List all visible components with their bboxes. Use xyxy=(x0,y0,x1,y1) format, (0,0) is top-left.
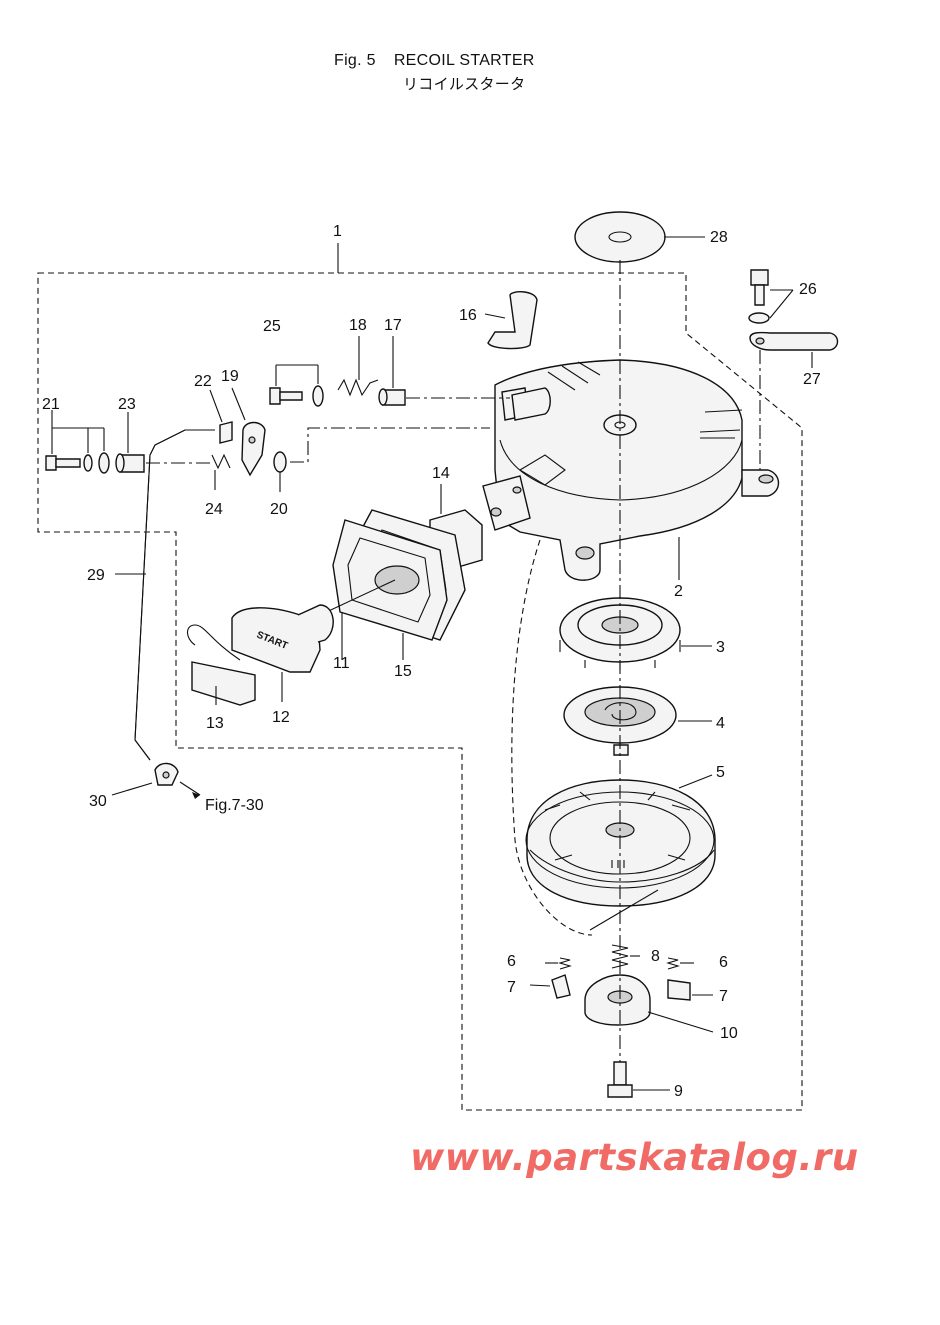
figure-name: RECOIL STARTER xyxy=(393,52,535,69)
callout-27: 27 xyxy=(803,371,821,388)
figure-number: Fig. 5 xyxy=(334,52,376,69)
callout-8: 8 xyxy=(651,948,660,965)
callout-1: 1 xyxy=(333,223,342,240)
callout-4: 4 xyxy=(716,715,725,732)
callout-28: 28 xyxy=(710,229,728,246)
part-27-plate xyxy=(749,331,839,470)
callout-20: 20 xyxy=(270,501,288,518)
part-9-screw xyxy=(607,1061,670,1098)
callout-23: 23 xyxy=(118,396,136,413)
part-18-spring xyxy=(337,336,379,397)
callout-21: 21 xyxy=(42,396,60,413)
starter-rope xyxy=(319,539,593,936)
part-16-lever xyxy=(484,291,538,350)
callout-15: 15 xyxy=(394,663,412,680)
callout-24: 24 xyxy=(205,501,223,518)
callout-9: 9 xyxy=(674,1083,683,1100)
part-8-spring xyxy=(611,944,640,969)
part-20-washer xyxy=(273,427,490,492)
figure-title: Fig. 5 RECOIL STARTER xyxy=(334,52,535,70)
part-7-right-pawl xyxy=(667,979,713,1001)
part-7-left-pawl xyxy=(529,974,571,999)
callout-7-right: 7 xyxy=(719,988,728,1005)
part-12-handle: START xyxy=(231,604,334,702)
callout-16: 16 xyxy=(459,307,477,324)
part-26-bolt xyxy=(748,269,794,324)
part-4-spring xyxy=(563,686,712,756)
callout-22: 22 xyxy=(194,373,212,390)
part-17-collar xyxy=(378,336,510,406)
part-21-screw xyxy=(45,410,110,474)
reference-fig-7-30: Fig.7-30 xyxy=(205,797,264,814)
callout-17: 17 xyxy=(384,317,402,334)
callout-6-left: 6 xyxy=(507,953,516,970)
callout-25: 25 xyxy=(263,318,281,335)
part-28-decal xyxy=(574,211,705,263)
part-29-rod xyxy=(115,429,215,761)
callout-19: 19 xyxy=(221,368,239,385)
callout-13: 13 xyxy=(206,715,224,732)
callout-7-left: 7 xyxy=(507,979,516,996)
callout-11: 11 xyxy=(333,655,350,672)
part-25-screw xyxy=(269,364,324,407)
callout-12: 12 xyxy=(272,709,290,726)
callout-29: 29 xyxy=(87,567,105,584)
part-13-grip xyxy=(186,624,256,706)
watermark: www.partskatalog.ru xyxy=(410,1136,859,1179)
callout-26: 26 xyxy=(799,281,817,298)
callout-18: 18 xyxy=(349,317,367,334)
part-11-guide-plate xyxy=(332,519,448,660)
part-19-link xyxy=(231,387,266,477)
part-30-clip xyxy=(111,762,201,799)
callout-3: 3 xyxy=(716,639,725,656)
callout-5: 5 xyxy=(716,764,725,781)
callout-2: 2 xyxy=(674,583,683,600)
callout-6-right: 6 xyxy=(719,954,728,971)
figure-subtitle: リコイルスタータ xyxy=(403,75,526,93)
callout-30: 30 xyxy=(89,793,107,810)
part-6-right-spring xyxy=(666,957,694,970)
callout-10: 10 xyxy=(720,1025,738,1042)
part-10-cam xyxy=(584,974,714,1033)
callout-14: 14 xyxy=(432,465,450,482)
part-24-spring xyxy=(211,453,231,490)
part-23-collar xyxy=(115,412,212,473)
part-6-left-spring xyxy=(545,957,572,970)
part-22-clip xyxy=(209,389,233,444)
part-3 xyxy=(559,597,712,670)
part-2-starter-case xyxy=(482,359,780,581)
